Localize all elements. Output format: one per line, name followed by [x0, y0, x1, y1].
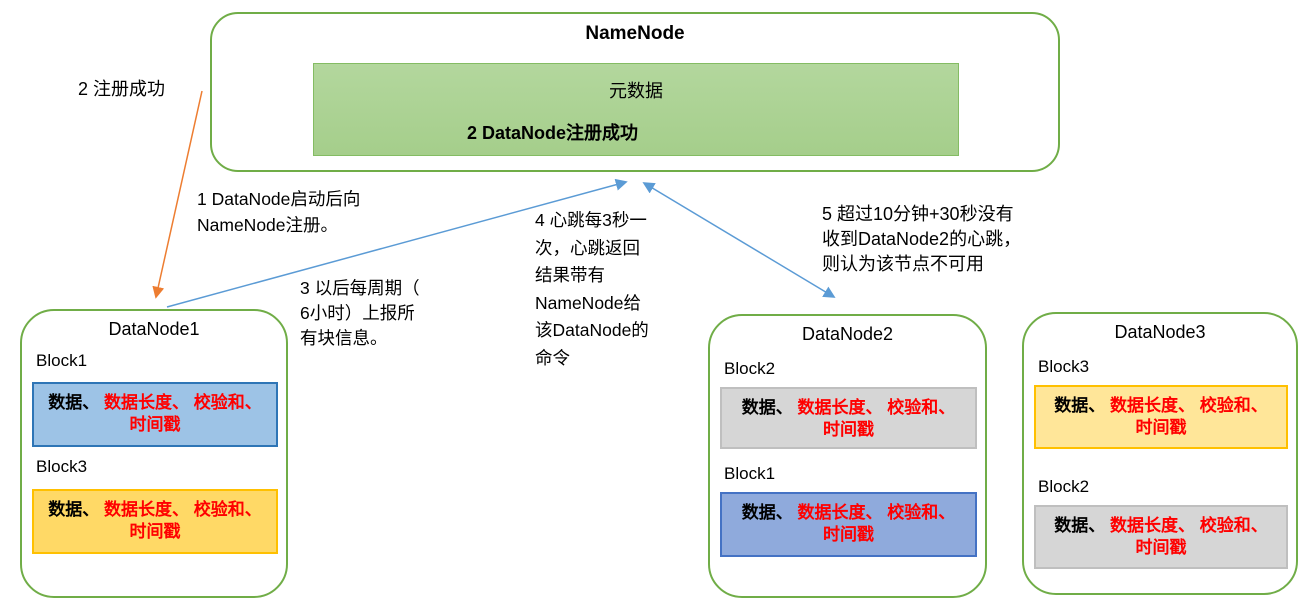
block-text-timestamp: 时间戳: [129, 415, 181, 434]
datanode1-box: DataNode1 Block1 数据、 数据长度、 校验和、 时间戳 Bloc…: [20, 309, 288, 598]
block-text-data: 数据、: [48, 500, 100, 519]
annotation-step4-heartbeat: 4 心跳每3秒一 次，心跳返回 结果带有 NameNode给 该DataNode…: [535, 210, 649, 368]
block-label: Block3: [36, 457, 88, 476]
block-content-box: 数据、 数据长度、 校验和、 时间戳: [32, 382, 278, 447]
block-text-timestamp: 时间戳: [823, 420, 874, 439]
block-content-box: 数据、 数据长度、 校验和、 时间戳: [1034, 505, 1288, 569]
annotation-register-success: 2 注册成功: [78, 79, 166, 99]
block-label: Block1: [724, 464, 776, 483]
arrow-namenode-datanode2-heartbeat: [642, 182, 836, 298]
datanode1-title: DataNode1: [108, 319, 200, 339]
namenode-title: NameNode: [585, 23, 685, 44]
block-label: Block2: [724, 359, 776, 378]
block-label: Block3: [1038, 357, 1090, 376]
block-text-meta: 数据长度、 校验和、: [792, 503, 956, 522]
datanode2-title: DataNode2: [801, 324, 894, 344]
block-text-data: 数据、: [48, 393, 100, 412]
block-text-data: 数据、: [1054, 396, 1106, 415]
block-text-meta: 数据长度、 校验和、: [792, 398, 956, 417]
block-text-data: 数据、: [741, 503, 793, 522]
block-text-timestamp: 时间戳: [1135, 538, 1187, 557]
block-text-meta: 数据长度、 校验和、: [1105, 396, 1268, 415]
block-text-meta: 数据长度、 校验和、: [1105, 516, 1268, 535]
block-content-box: 数据、 数据长度、 校验和、 时间戳: [720, 492, 977, 557]
arrow-register-success: [152, 90, 203, 299]
annotation-step3-block-report: 3 以后每周期（ 6小时）上报所 有块信息。: [300, 278, 420, 348]
block-label: Block1: [36, 351, 88, 370]
metadata-box: [313, 63, 959, 156]
block-text-data: 数据、: [741, 398, 793, 417]
block-content-box: 数据、 数据长度、 校验和、 时间戳: [720, 387, 977, 449]
datanode3-box: DataNode3 Block3 数据、 数据长度、 校验和、 时间戳 Bloc…: [1022, 312, 1298, 595]
block-content-box: 数据、 数据长度、 校验和、 时间戳: [1034, 385, 1288, 449]
block-text-timestamp: 时间戳: [1135, 418, 1187, 437]
block-content-box: 数据、 数据长度、 校验和、 时间戳: [32, 489, 278, 554]
datanode2-box: DataNode2 Block2 数据、 数据长度、 校验和、 时间戳 Bloc…: [708, 314, 987, 598]
annotation-step1-register: 1 DataNode启动后向 NameNode注册。: [197, 189, 361, 235]
block-text-meta: 数据长度、 校验和、: [99, 393, 262, 412]
block-text-data: 数据、: [1054, 516, 1106, 535]
block-text-timestamp: 时间戳: [823, 525, 874, 544]
datanode3-title: DataNode3: [1114, 322, 1206, 342]
block-label: Block2: [1038, 477, 1090, 496]
block-text-timestamp: 时间戳: [129, 522, 181, 541]
annotation-step5-timeout: 5 超过10分钟+30秒没有 收到DataNode2的心跳， 则认为该节点不可用: [822, 204, 1022, 274]
metadata-label: 元数据: [609, 81, 663, 101]
block-text-meta: 数据长度、 校验和、: [99, 500, 262, 519]
register-result-label: 2 DataNode注册成功: [467, 123, 639, 143]
